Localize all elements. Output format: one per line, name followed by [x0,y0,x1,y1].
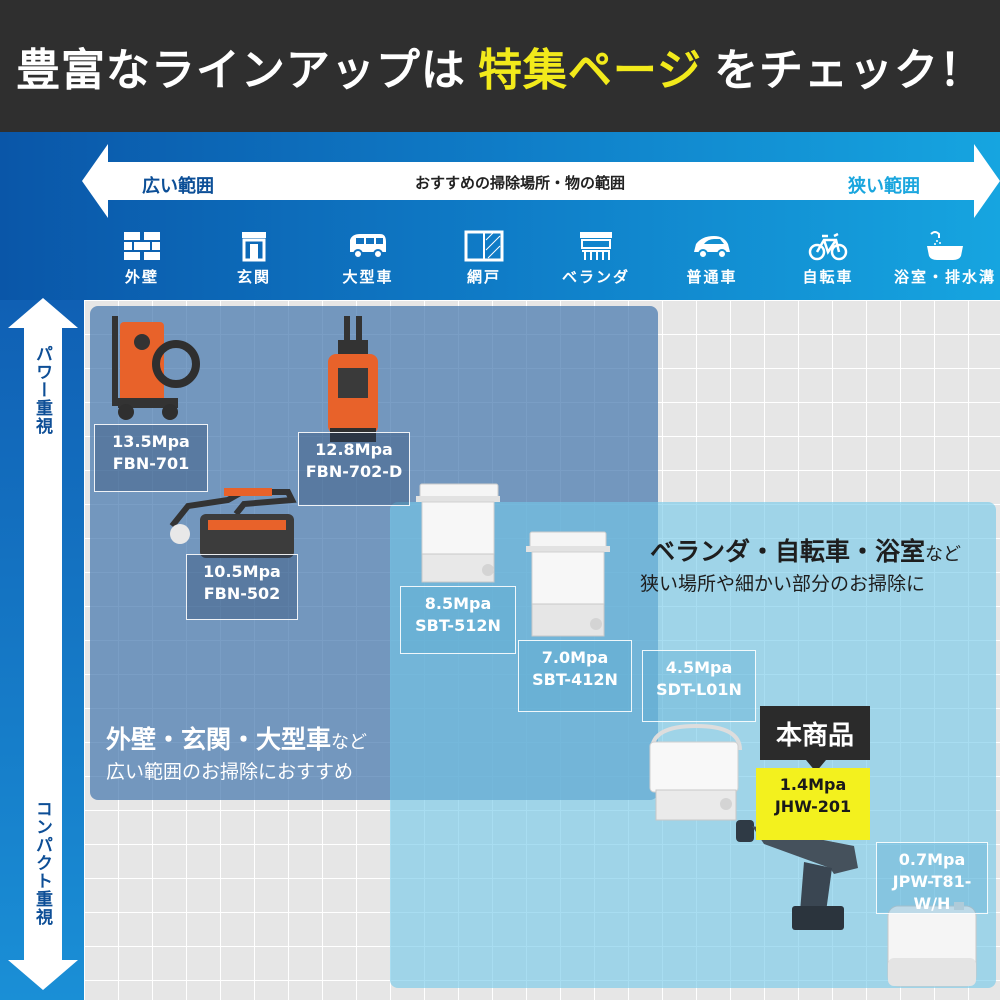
place-label: 自転車 [802,268,854,286]
place-screen-door: 網戸 [434,230,534,287]
spec-pressure: 0.7Mpa [898,850,966,869]
spec-pressure: 4.5Mpa [665,658,733,677]
product-image-fbn-502[interactable] [168,486,298,562]
spec-sdt-l01n[interactable]: 4.5Mpa SDT-L01N [642,650,756,722]
spec-pressure: 7.0Mpa [541,648,609,667]
product-image-sbt-412n[interactable] [522,528,614,640]
region-wide-title: 外壁・玄関・大型車など [106,725,368,754]
spec-pressure: 13.5Mpa [112,432,190,451]
bathtub-icon [927,231,963,260]
spec-model: SBT-512N [415,616,501,635]
place-bicycle: 自転車 [778,230,878,287]
spec-model: FBN-702-D [305,462,403,481]
axis-bottom-label: コンパクト重視 [32,800,52,926]
range-left-label: 広い範囲 [142,176,214,197]
place-exterior-wall: 外壁 [92,230,192,287]
spec-model: FBN-502 [203,584,281,603]
range-middle-label: おすすめの掃除場所・物の範囲 [415,174,626,192]
spec-sbt-512n[interactable]: 8.5Mpa SBT-512N [400,586,516,654]
spec-model: JPW-T81-W/H [892,872,972,913]
spec-pressure: 1.4Mpa [779,775,847,794]
product-image-sbt-512n[interactable] [414,482,502,586]
product-image-fbn-701[interactable] [104,312,200,422]
spec-fbn-701[interactable]: 13.5Mpa FBN-701 [94,424,208,492]
place-label: 外壁 [124,268,159,286]
place-label: 網戸 [466,268,501,286]
product-image-fbn-702-d[interactable] [322,314,384,446]
place-entrance: 玄関 [204,230,304,287]
region-narrow-title: ベランダ・自転車・浴室など [650,537,962,566]
spec-jhw-201[interactable]: 1.4Mpa JHW-201 [756,768,870,840]
axis-top-label: パワー重視 [32,345,52,435]
spec-pressure: 12.8Mpa [315,440,393,459]
spec-sbt-412n[interactable]: 7.0Mpa SBT-412N [518,640,632,712]
balcony-icon [580,232,612,260]
spec-jpw-t81[interactable]: 0.7Mpa JPW-T81-W/H [876,842,988,914]
screen-door-icon [464,230,504,262]
range-arrow [82,144,1000,218]
place-balcony: ベランダ [546,230,646,287]
spec-model: SBT-412N [532,670,618,689]
place-label: 玄関 [236,268,271,286]
region-narrow-subtitle: 狭い場所や細かい部分のお掃除に [640,573,926,595]
spec-fbn-502[interactable]: 10.5Mpa FBN-502 [186,554,298,620]
header-banner: 豊富なラインアップは 特集ページ をチェック！ [0,0,1000,132]
spec-model: SDT-L01N [656,680,742,699]
spec-fbn-702-d[interactable]: 12.8Mpa FBN-702-D [298,432,410,506]
header-highlight[interactable]: 特集ページ [477,45,703,96]
bicycle-icon [808,232,848,261]
range-right-label: 狭い範囲 [848,176,920,197]
house-entrance-icon [242,232,266,262]
header-text: 豊富なラインアップは [15,45,466,96]
this-product-badge: 本商品 [760,706,870,772]
places-band [0,132,1000,300]
van-icon [350,234,386,259]
place-large-vehicle: 大型車 [318,230,418,287]
spec-pressure: 8.5Mpa [424,594,492,613]
spec-model: JHW-201 [774,797,852,816]
product-image-jpw-t81[interactable] [884,902,980,990]
spec-pressure: 10.5Mpa [203,562,281,581]
place-label: 普通車 [686,268,738,286]
header-text-end: をチェック！ [714,45,985,96]
product-image-sdt-l01n[interactable] [648,720,744,824]
place-label: ベランダ [561,268,630,286]
place-label: 大型車 [342,268,394,286]
spec-model: FBN-701 [112,454,190,473]
brick-wall-icon [124,232,160,260]
place-label: 浴室・排水溝 [893,268,996,286]
power-compact-arrow [8,298,78,990]
place-bathroom: 浴室・排水溝 [890,230,1000,287]
car-icon [694,236,730,259]
place-car: 普通車 [662,230,762,287]
region-wide-subtitle: 広い範囲のお掃除におすすめ [106,761,354,783]
